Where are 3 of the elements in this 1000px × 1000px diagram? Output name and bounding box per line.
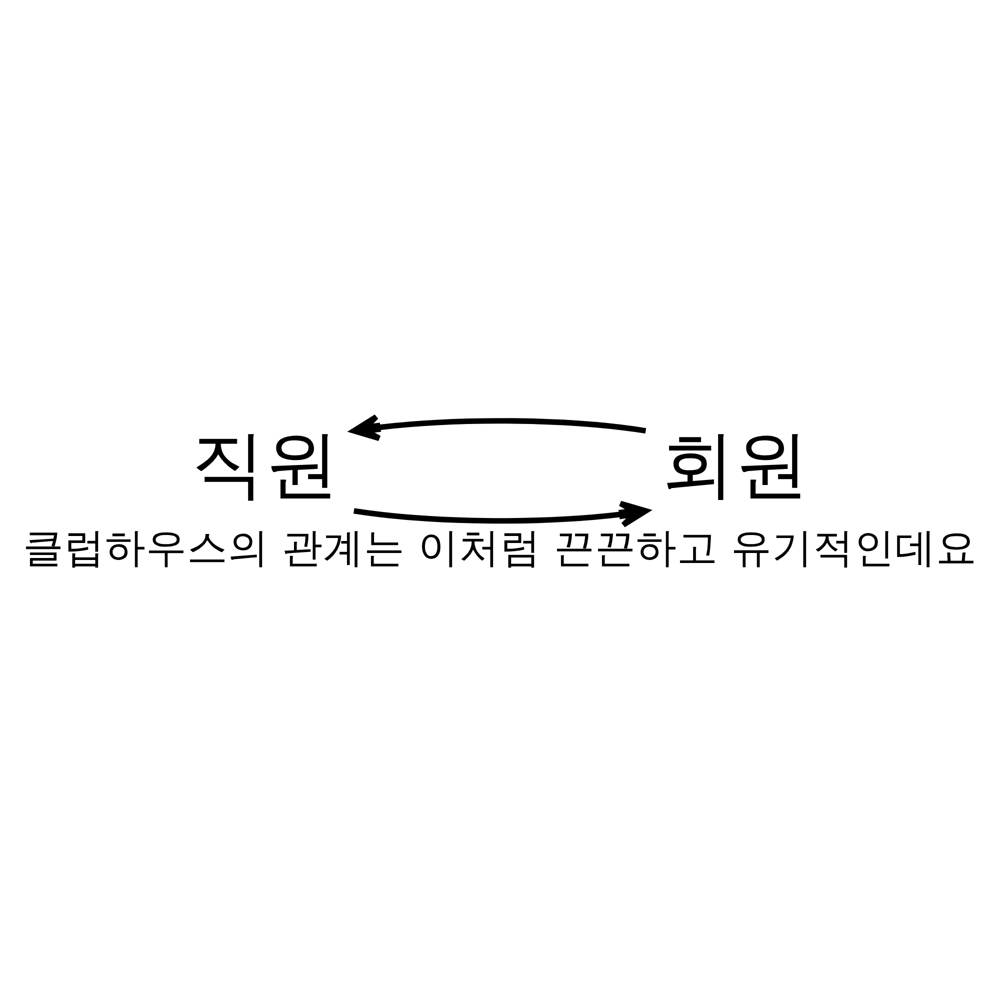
caption: 클럽하우스의 관계는 이처럼 끈끈하고 유기적인데요	[23, 522, 977, 571]
node-text: 직원	[190, 420, 339, 507]
node-text: 회원	[661, 420, 810, 507]
